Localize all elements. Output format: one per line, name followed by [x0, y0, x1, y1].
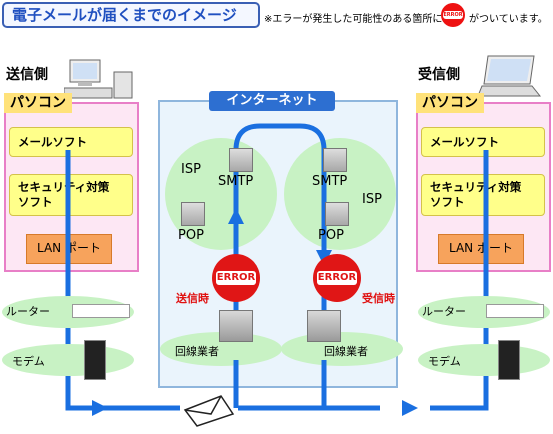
- send-time-label: 送信時: [176, 292, 209, 305]
- sender-isp-label: ISP: [181, 162, 201, 177]
- sender-pc-label: パソコン: [4, 93, 72, 113]
- receiver-security-line2: ソフト: [430, 195, 465, 209]
- line-provider-label-sender: 回線業者: [175, 345, 219, 358]
- error-legend-icon: ERROR: [441, 3, 465, 27]
- sender-security-line2: ソフト: [18, 195, 53, 209]
- sender-smtp-server-icon: [229, 148, 253, 172]
- error-text-send: ERROR: [216, 271, 256, 285]
- receiver-security-software: セキュリティ対策 ソフト: [421, 174, 545, 216]
- receiver-mail-software: メールソフト: [421, 127, 545, 157]
- receiver-router-label: ルーター: [422, 305, 466, 318]
- receiver-router-icon: [486, 304, 544, 318]
- error-legend-text: ERROR: [443, 11, 463, 19]
- laptop-icon: [477, 54, 546, 102]
- sender-security-software: セキュリティ対策 ソフト: [9, 174, 133, 216]
- receiver-smtp-server-icon: [323, 148, 347, 172]
- receiver-security-line1: セキュリティ対策: [430, 180, 522, 194]
- error-icon-receive: ERROR: [313, 254, 361, 302]
- computer-icon: [63, 58, 134, 104]
- sender-modem-icon: [84, 340, 106, 380]
- internet-label: インターネット: [209, 91, 335, 111]
- sender-pop-label: POP: [178, 228, 204, 243]
- sender-security-line1: セキュリティ対策: [18, 180, 110, 194]
- isp-cloud-sender: [165, 138, 277, 250]
- error-text-receive: ERROR: [317, 271, 357, 285]
- sender-modem-label: モデム: [12, 355, 45, 368]
- error-icon-send: ERROR: [212, 254, 260, 302]
- sender-mail-software: メールソフト: [9, 127, 133, 157]
- diagram-title: 電子メールが届くまでのイメージ: [2, 2, 260, 28]
- sender-heading: 送信側: [6, 67, 48, 83]
- receiver-modem-icon: [498, 340, 520, 380]
- receiver-mail-software-label: メールソフト: [430, 135, 499, 149]
- receiver-modem-cloud: [418, 344, 550, 376]
- receiver-heading: 受信側: [418, 67, 460, 83]
- line-provider-label-receiver: 回線業者: [324, 345, 368, 358]
- line-provider-cloud-receiver: [281, 332, 403, 366]
- receive-time-label: 受信時: [362, 292, 395, 305]
- sender-router-label: ルーター: [6, 305, 50, 318]
- envelope-icon: [183, 395, 235, 427]
- receiver-lan-port: LAN ポート: [438, 234, 524, 264]
- receiver-smtp-label: SMTP: [312, 174, 348, 189]
- line-provider-device-sender: [219, 310, 253, 342]
- sender-router-icon: [72, 304, 130, 318]
- sender-smtp-label: SMTP: [218, 174, 254, 189]
- sender-pop-server-icon: [181, 202, 205, 226]
- error-note-suffix: がついています。: [469, 14, 548, 25]
- error-note-prefix: ※エラーが発生した可能性のある箇所に: [264, 14, 443, 25]
- sender-mail-software-label: メールソフト: [18, 135, 87, 149]
- receiver-modem-label: モデム: [428, 355, 461, 368]
- receiver-pop-server-icon: [325, 202, 349, 226]
- receiver-isp-label: ISP: [362, 192, 382, 207]
- line-provider-device-receiver: [307, 310, 341, 342]
- receiver-pop-label: POP: [318, 228, 344, 243]
- sender-modem-cloud: [2, 344, 134, 376]
- receiver-pc-label: パソコン: [416, 93, 484, 113]
